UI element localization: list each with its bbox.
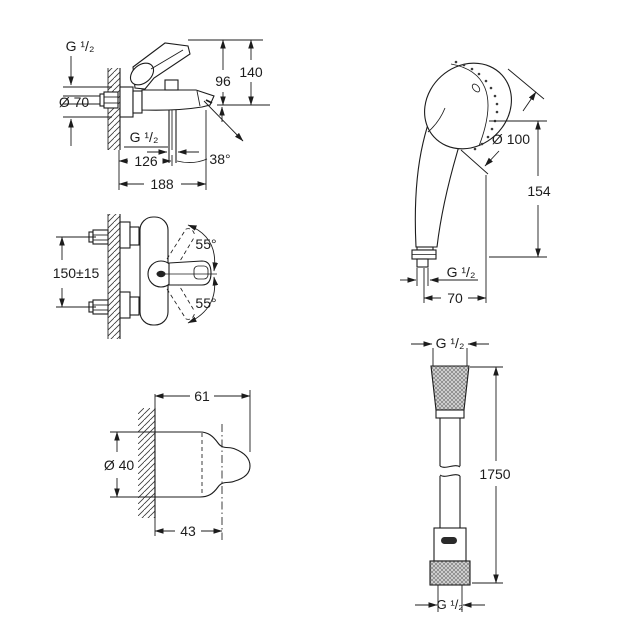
aerator xyxy=(205,99,213,104)
swing-down-label: 55° xyxy=(195,295,216,311)
hose-collar xyxy=(435,409,465,419)
dim-154-label: 154 xyxy=(527,183,551,199)
dim-140-label: 140 xyxy=(239,64,263,80)
wall-holder-view: 61 Ø 40 43 xyxy=(104,388,251,540)
dim-188-label: 188 xyxy=(150,176,174,192)
dim-70-label: 70 xyxy=(447,290,463,306)
handle-crease xyxy=(427,107,446,133)
dim-61-label: 61 xyxy=(194,388,210,404)
hose-cone-nut xyxy=(430,365,470,411)
union-nut xyxy=(132,90,143,114)
flange xyxy=(119,221,131,249)
shower-thread-label: G ¹/₂ xyxy=(447,264,476,280)
diverter-knob xyxy=(164,79,179,91)
brand-logo xyxy=(441,537,457,544)
supply-nut xyxy=(103,91,119,109)
lever-handle xyxy=(168,260,212,286)
mixer-plan-view: 55° 55° 150±15 xyxy=(53,214,219,339)
wall-hatch xyxy=(138,408,155,518)
hose-bottom-thread-label: G ¹/₂ xyxy=(437,597,464,612)
hose-sleeve xyxy=(433,527,467,562)
swing-up-label: 55° xyxy=(195,236,216,252)
head-dia-label: Ø 100 xyxy=(492,131,530,147)
escutcheon-dia-label: Ø 70 xyxy=(59,94,90,110)
holder-dia-label: Ø 40 xyxy=(104,457,135,473)
hose-break xyxy=(439,474,461,477)
supply-thread-label: G ¹/₂ xyxy=(66,38,95,54)
flange xyxy=(119,291,131,319)
hand-shower-view: G ¹/₂ 70 154 Ø 100 xyxy=(400,60,551,306)
escutcheon xyxy=(119,86,134,118)
wall-hatch xyxy=(108,68,120,150)
spray-face-edge xyxy=(450,63,489,147)
mixer-body xyxy=(141,89,215,111)
union-nut xyxy=(129,296,140,316)
dome-logo xyxy=(156,270,166,278)
hose-view: G ¹/₂ G ¹/₂ 1750 xyxy=(411,335,511,612)
wall-hatch xyxy=(108,214,120,339)
spout-angle-label: 38° xyxy=(209,151,230,167)
lever-boss xyxy=(129,62,155,86)
face-port xyxy=(471,83,481,93)
centers-label: 150±15 xyxy=(53,265,100,281)
hose-bottom-nut xyxy=(429,560,471,586)
outlet-thread-label: G ¹/₂ xyxy=(130,129,159,145)
union-nut xyxy=(129,226,140,246)
hose-top-thread-label: G ¹/₂ xyxy=(436,335,465,351)
hose-length-label: 1750 xyxy=(479,466,510,482)
thread-stub xyxy=(416,258,429,268)
hose-break xyxy=(439,465,461,468)
dim-96-label: 96 xyxy=(215,73,231,89)
dim-126-label: 126 xyxy=(134,153,158,169)
holder-body xyxy=(154,431,251,498)
dim-43-label: 43 xyxy=(180,523,196,539)
shower-head xyxy=(424,62,512,150)
mixer-side-view: G ¹/₂ Ø 70 96 140 38° G ¹/₂ 126 188 xyxy=(59,38,270,192)
